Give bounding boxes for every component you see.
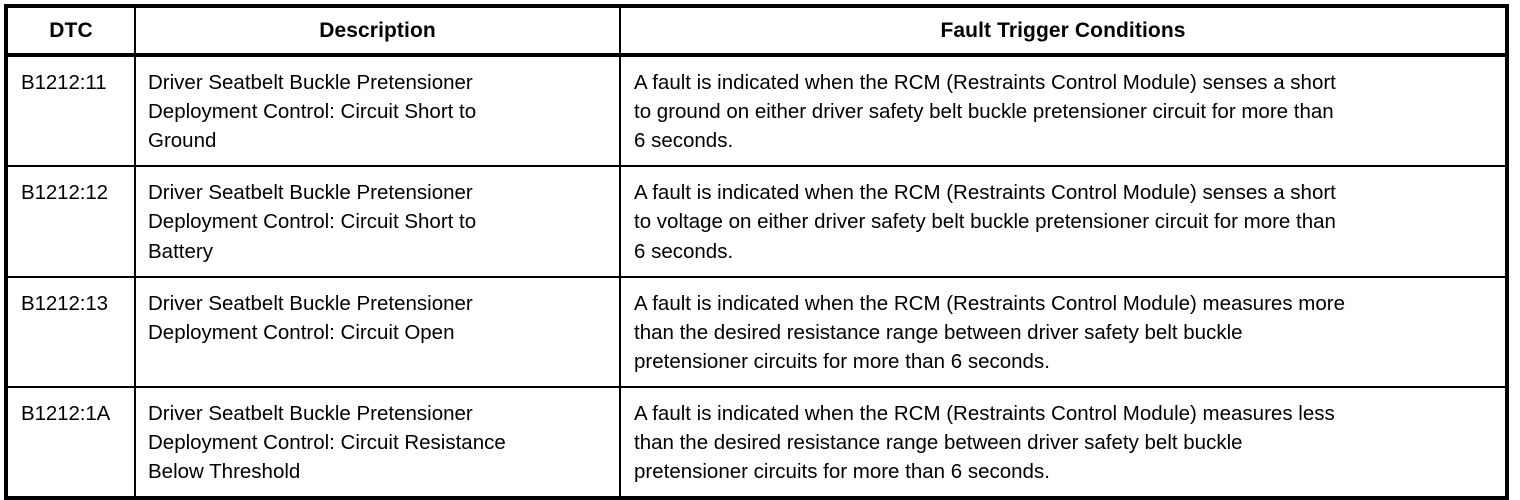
cell-fault-trigger-conditions: A fault is indicated when the RCM (Restr… [620, 55, 1507, 168]
table-row: B1212:11 Driver Seatbelt Buckle Pretensi… [6, 55, 1507, 168]
cell-dtc-code: B1212:11 [6, 55, 136, 168]
table-header: DTC Description Fault Trigger Conditions [6, 6, 1507, 57]
column-header-dtc: DTC [6, 6, 136, 57]
table-row: B1212:13 Driver Seatbelt Buckle Pretensi… [6, 276, 1507, 388]
cell-description: Driver Seatbelt Buckle Pretensioner Depl… [135, 386, 621, 499]
column-header-description: Description [135, 6, 621, 57]
dtc-fault-table: DTC Description Fault Trigger Conditions… [4, 4, 1509, 500]
cell-fault-trigger-conditions: A fault is indicated when the RCM (Restr… [634, 401, 1335, 484]
cell-fault-trigger-conditions: A fault is indicated when the RCM (Restr… [620, 276, 1507, 388]
cell-description: Driver Seatbelt Buckle Pretensioner Depl… [135, 166, 621, 278]
cell-dtc-code: B1212:12 [6, 166, 136, 278]
column-header-fault-trigger-conditions: Fault Trigger Conditions [620, 6, 1507, 57]
table-row: B1212:1A Driver Seatbelt Buckle Pretensi… [6, 386, 1507, 499]
cell-dtc-code: B1212:13 [6, 276, 136, 388]
table-row: B1212:12 Driver Seatbelt Buckle Pretensi… [6, 166, 1507, 278]
cell-description: Driver Seatbelt Buckle Pretensioner Depl… [135, 55, 621, 168]
cell-description: Driver Seatbelt Buckle Pretensioner Depl… [135, 276, 621, 388]
table-body: B1212:11 Driver Seatbelt Buckle Pretensi… [6, 55, 1507, 499]
dtc-table-container: DTC Description Fault Trigger Conditions… [4, 4, 1509, 500]
cell-dtc-code: B1212:1A [6, 386, 136, 499]
cell-fault-trigger-conditions: A fault is indicated when the RCM (Restr… [620, 166, 1507, 278]
header-row: DTC Description Fault Trigger Conditions [6, 6, 1507, 57]
